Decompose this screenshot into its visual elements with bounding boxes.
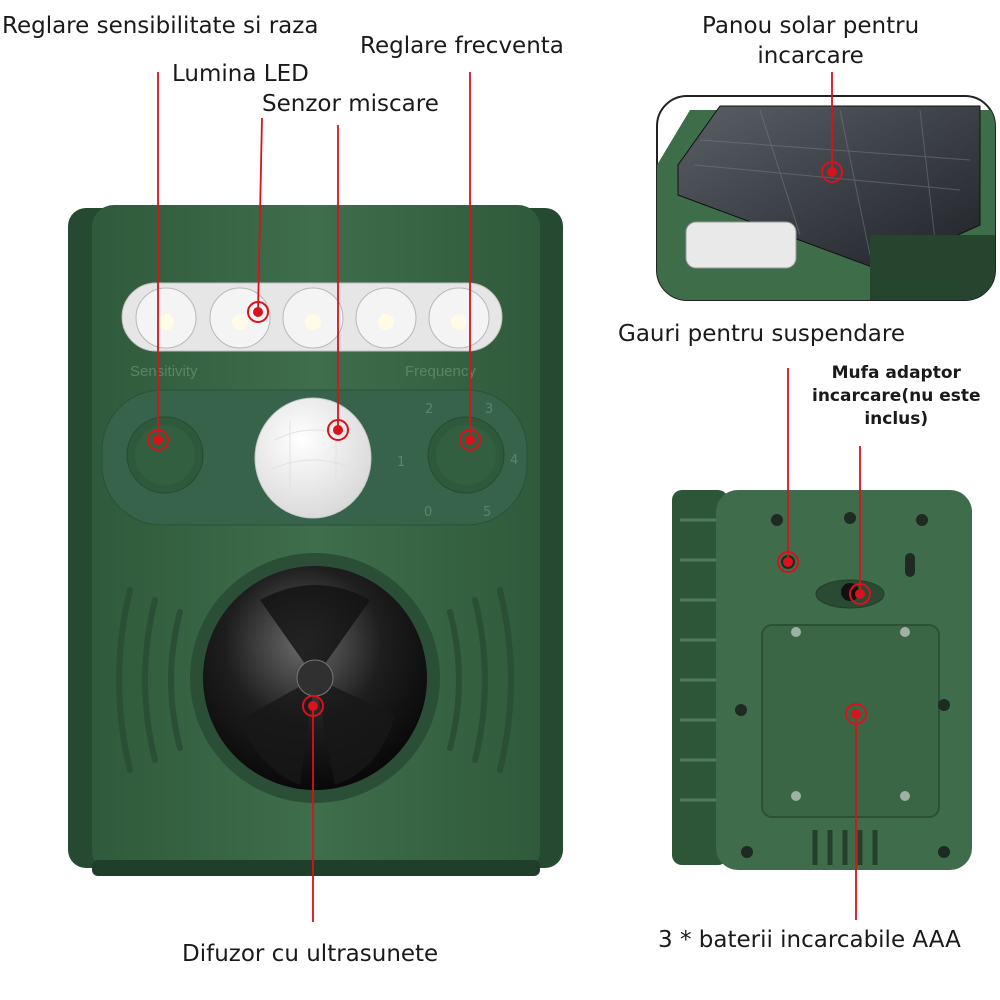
marker-holes — [777, 551, 799, 573]
marker-batteries — [845, 703, 867, 725]
svg-text:5: 5 — [483, 505, 491, 520]
led-lamps — [135, 287, 490, 349]
svg-text:4: 4 — [510, 453, 518, 468]
label-speaker: Difuzor cu ultrasunete — [182, 941, 439, 967]
svg-text:2: 2 — [425, 402, 433, 417]
ultrasonic-speaker — [190, 553, 440, 803]
marker-solar — [821, 161, 843, 183]
side-grilles — [116, 587, 514, 773]
marker-sensitivity — [147, 429, 169, 451]
marker-frequency — [459, 429, 481, 451]
label-frequency: Reglare frecventa — [360, 33, 564, 59]
sensitivity-dial — [126, 416, 204, 494]
label-solar-line2: incarcare — [757, 42, 864, 69]
svg-text:0: 0 — [424, 505, 432, 520]
solar-cells-grid — [694, 109, 971, 256]
label-adapter-socket: Mufa adaptor incarcare(nu este inclus) — [812, 362, 981, 431]
label-adapter-line3: inclus) — [864, 408, 929, 429]
label-batteries: 3 * baterii incarcabile AAA — [658, 927, 961, 953]
motion-sensor-dome — [254, 397, 372, 519]
led-bar — [121, 282, 503, 352]
svg-text:3: 3 — [485, 402, 493, 417]
battery-cover-screws — [791, 627, 910, 801]
print-sensitivity: Sensitivity — [130, 363, 198, 380]
marker-dots — [147, 161, 871, 725]
solar-panel-inset — [656, 95, 996, 301]
leader-lines — [157, 72, 861, 922]
svg-text:1: 1 — [397, 455, 405, 470]
marker-adapter — [849, 583, 871, 605]
print-frequency: Frequency — [405, 363, 476, 380]
marker-motion — [327, 419, 349, 441]
marker-led — [247, 301, 269, 323]
label-solar-panel: Panou solar pentru incarcare — [702, 12, 919, 72]
label-sensitivity: Reglare sensibilitate si raza — [2, 13, 319, 39]
label-solar-line1: Panou solar pentru — [702, 13, 920, 39]
battery-cover — [761, 624, 940, 818]
label-adapter-line1: Mufa adaptor — [831, 363, 961, 383]
device-back — [672, 490, 972, 870]
label-hanging-holes: Gauri pentru suspendare — [618, 321, 906, 347]
device-front: Sensitivity Frequency 1 2 3 4 5 0 — [68, 205, 563, 876]
label-motion-sensor: Senzor miscare — [262, 91, 439, 117]
back-side-fins — [680, 518, 720, 802]
bottom-vent — [812, 830, 878, 865]
marker-speaker — [302, 695, 324, 717]
label-led: Lumina LED — [172, 61, 309, 87]
label-adapter-line2: incarcare(nu este — [812, 385, 981, 406]
